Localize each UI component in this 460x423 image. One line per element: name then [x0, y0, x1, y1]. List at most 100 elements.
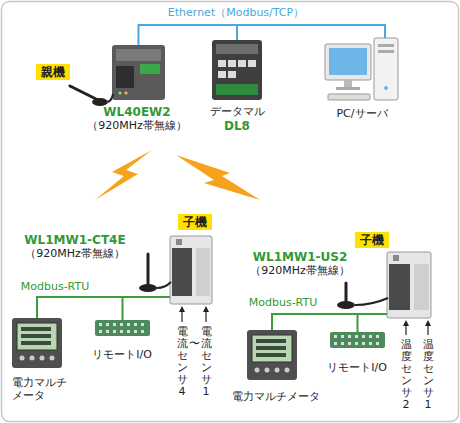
meter-button: [30, 356, 35, 361]
wave-dash: 〜: [189, 337, 200, 350]
device-label: データマル: [210, 105, 265, 118]
meter-button: [20, 356, 25, 361]
device-body: [212, 40, 262, 100]
antenna-cable: [108, 94, 113, 102]
sensor-arrow-head: [179, 306, 185, 312]
lan-port: [218, 60, 226, 67]
meter-body: [247, 330, 297, 380]
device-front: [389, 264, 410, 310]
badge-text: 親機: [41, 65, 65, 79]
data-logger: データマルDL8: [212, 40, 262, 100]
device-label: リモートI/O: [327, 361, 387, 374]
remote-io-device: [330, 332, 385, 348]
device-body: [112, 45, 165, 100]
monitor: [325, 44, 371, 80]
antenna-rod: [147, 254, 150, 284]
device-label: 電力マルチメータ: [232, 390, 320, 403]
meter-button: [40, 356, 45, 361]
pc-server: PC/サーバ: [325, 38, 400, 103]
wireless-unit: WL1MW1-US2（920MHz帯無線）: [387, 252, 431, 318]
device-label: PC/サーバ: [336, 107, 387, 120]
remote-io-device: [95, 320, 150, 336]
meter-button: [255, 368, 260, 373]
device-label: （920MHz帯無線）: [25, 247, 125, 260]
sensor-label: 電流センサ1: [201, 326, 212, 399]
device-label: （920MHz帯無線）: [87, 119, 187, 132]
model-name: WL40EW2: [103, 105, 170, 119]
model-name: DL8: [224, 119, 250, 133]
lan-port: [228, 71, 236, 78]
protocol-label: Modbus-RTU: [247, 296, 319, 309]
modbus-line: [123, 297, 171, 320]
antenna-base: [92, 98, 108, 106]
wireless-unit: WL1MW1-CT4E（920MHz帯無線）: [170, 236, 212, 304]
lan-port: [248, 60, 256, 67]
io-body: [95, 320, 150, 336]
modbus-line: [272, 314, 387, 330]
meter-button: [285, 368, 290, 373]
modbus-line: [37, 297, 170, 318]
drive-bay: [378, 44, 394, 47]
meter-digits: [21, 327, 51, 331]
device-body: [170, 236, 212, 304]
model-name: WL1MW1-US2: [253, 250, 347, 264]
badge-text: 子機: [360, 233, 384, 247]
io-terminals: [99, 323, 144, 333]
modbus-line: [358, 314, 388, 332]
io-terminals: [334, 335, 379, 345]
base-station-device: [70, 45, 165, 106]
sensor-label: 温度センサ2: [401, 339, 412, 412]
network-label: Ethernet（Modbus/TCP）: [168, 6, 304, 19]
meter-button: [265, 368, 270, 373]
power-meter: 電力マルチ メータ: [12, 318, 62, 368]
device-strip: [216, 84, 258, 95]
power-meter-device: [12, 318, 62, 368]
lan-port: [238, 60, 246, 67]
drive-bay: [378, 50, 394, 53]
device-label: 電力マルチ メータ: [12, 376, 74, 402]
meter-screen: [17, 323, 57, 350]
antenna-connector: [393, 255, 399, 261]
remote-io: リモートI/O: [330, 332, 385, 348]
monitor-stand: [344, 80, 352, 87]
status-led: [118, 91, 121, 94]
device-side: [414, 264, 429, 310]
device-front: [172, 248, 192, 296]
meter-body: [12, 318, 62, 368]
data-logger-device: [212, 40, 262, 100]
pc-illustration: [325, 38, 398, 100]
model-name: WL1MW1-CT4E: [24, 233, 125, 247]
antenna-cable: [355, 298, 388, 305]
terminal-block: [140, 64, 160, 74]
meter-button: [275, 368, 280, 373]
meter-digits: [256, 346, 286, 350]
antenna-rod: [345, 283, 348, 301]
antenna-cable: [157, 282, 171, 288]
device-body: [387, 252, 431, 318]
protocol-label: Modbus-RTU: [19, 280, 91, 293]
sensor-label: 温度センサ1: [423, 339, 434, 412]
antenna-rod: [70, 86, 98, 100]
sensor-arrows: [179, 306, 431, 335]
tower: [374, 38, 398, 100]
power-button: [384, 86, 388, 90]
wireless-bolt: [95, 150, 152, 200]
sensor-label: 電流センサ4: [177, 326, 188, 399]
screen: [329, 48, 367, 75]
device-label: リモートI/O: [92, 348, 152, 361]
meter-digits: [256, 339, 286, 343]
device-panel: [116, 66, 134, 88]
ethernet-line: [237, 25, 385, 40]
status-led: [124, 91, 127, 94]
child-unit-device: [139, 236, 212, 304]
remote-io: リモートI/O: [95, 320, 150, 336]
badge-text: 子機: [183, 215, 207, 229]
power-meter: 電力マルチメータ: [247, 330, 297, 380]
child-badge: 子機: [178, 214, 212, 230]
parent-badge: 親機: [36, 64, 70, 80]
sensor-arrow-head: [203, 306, 209, 312]
monitor-foot: [336, 87, 360, 90]
